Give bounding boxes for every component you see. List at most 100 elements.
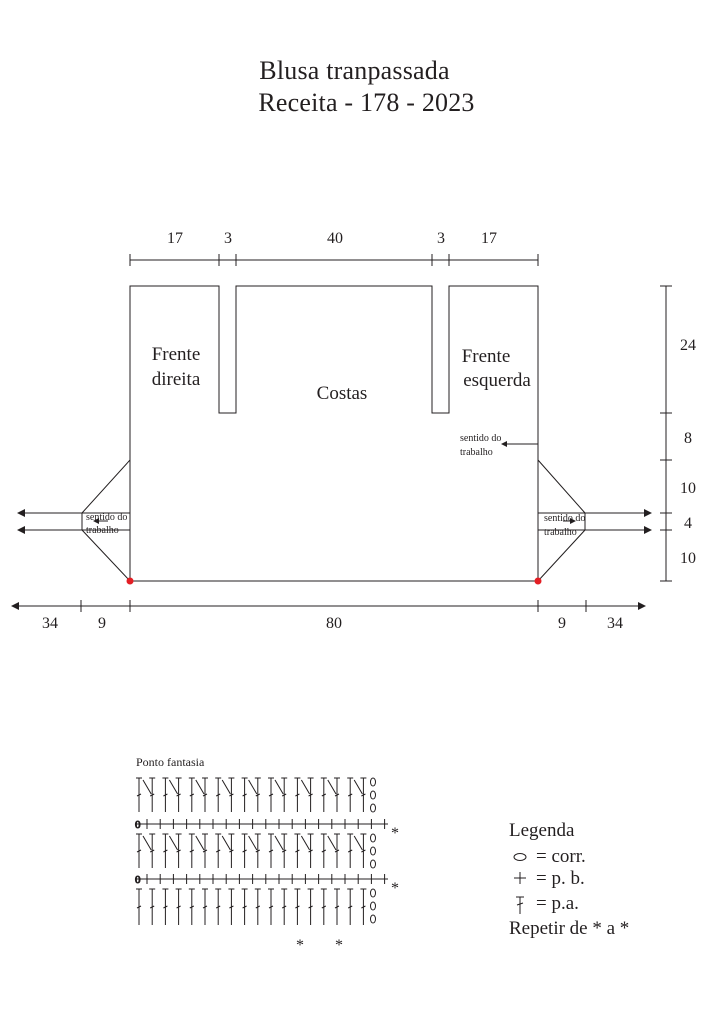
legend-item-corr: = corr. [536, 846, 586, 867]
diagram-title-line-1: Blusa tranpassada [259, 56, 450, 85]
pa-stitch-bar [176, 905, 181, 909]
cross-stitch [142, 835, 152, 851]
pa-stitch-bar [334, 793, 340, 797]
pa-stitch-bar [268, 905, 274, 909]
cross-stitch [221, 779, 231, 795]
diagram-title-line-2: Receita - 178 - 2023 [258, 88, 475, 117]
back-label: Costas [317, 383, 368, 404]
direction-note-top-2: trabalho [460, 447, 493, 458]
direction-note-right-2: trabalho [544, 527, 577, 538]
pa-stitch-bar [361, 793, 366, 797]
pa-stitch-bar [334, 905, 340, 909]
pa-stitch-bar [176, 793, 181, 797]
chain-stitch [370, 859, 376, 869]
top-dim-5: 17 [481, 230, 497, 247]
chain-zero-2: 0 [135, 874, 141, 886]
chain-stitch [370, 790, 376, 800]
pa-stitch-bar [149, 793, 155, 797]
pa-stitch-bar [189, 793, 195, 797]
pa-stitch-bar [334, 849, 340, 853]
pa-stitch-bar [361, 905, 366, 909]
pa-stitch-bar [242, 849, 247, 853]
bottom-dim-3: 80 [326, 615, 342, 632]
pa-stitch-bar [308, 793, 313, 797]
direction-note-left-2: trabalho [86, 525, 119, 536]
oval-icon [513, 853, 527, 861]
cross-stitch [327, 779, 337, 795]
pa-stitch-bar [163, 905, 168, 909]
pa-stitch-bar [295, 793, 300, 797]
pa-stitch-bar [149, 905, 155, 909]
pa-stitch-bar [202, 793, 208, 797]
pa-stitch-bar [268, 793, 274, 797]
pa-stitch-bar [255, 905, 261, 909]
cross-stitch [248, 779, 258, 795]
top-dim-1: 17 [167, 230, 183, 247]
chain-stitch [370, 888, 376, 898]
cross-stitch [274, 779, 284, 795]
front-left-label-2: esquerda [463, 370, 531, 391]
pa-stitch-bar [321, 793, 327, 797]
top-dim-2: 3 [224, 230, 232, 247]
chain-stitch [370, 777, 376, 787]
pa-stitch-bar [202, 905, 208, 909]
pa-stitch-bar [229, 793, 234, 797]
front-right-label-1: Frente [152, 344, 201, 365]
right-side-panel [537, 459, 586, 582]
repeat-mark-4: * [335, 937, 343, 954]
pa-stitch-bar [215, 849, 221, 853]
pa-stitch-bar [321, 849, 327, 853]
right-dim-5: 10 [680, 550, 696, 567]
pa-stitch-bar [163, 849, 168, 853]
cross-stitch [353, 779, 363, 795]
bottom-dim-4: 9 [558, 615, 566, 632]
cross-stitch [248, 835, 258, 851]
cross-stitch [142, 779, 152, 795]
pa-stitch-bar [281, 793, 287, 797]
cross-stitch [195, 779, 205, 795]
cross-stitch [300, 779, 311, 795]
pa-stitch-bar [255, 793, 261, 797]
direction-note-left-1: sentido do [86, 512, 127, 523]
pa-stitch-bar [189, 905, 195, 909]
cross-stitch [353, 835, 363, 851]
pa-stitch-bar [308, 849, 313, 853]
left-side-panel [81, 459, 131, 582]
pa-stitch-bar [229, 849, 234, 853]
pa-stitch-bar [347, 905, 353, 909]
cross-stitch [195, 835, 205, 851]
pa-stitch-bar [229, 905, 234, 909]
right-dim-4: 4 [684, 515, 692, 532]
pa-stitch-bar [242, 905, 247, 909]
cross-stitch [168, 779, 179, 795]
pa-stitch-bar [308, 905, 313, 909]
corner-marker-left [126, 577, 134, 585]
pa-stitch-bar [295, 905, 300, 909]
pa-stitch-bar [149, 849, 155, 853]
pa-stitch-bar [176, 849, 181, 853]
pa-stitch-bar [295, 849, 300, 853]
legend-title: Legenda [509, 820, 575, 841]
pa-stitch-bar [215, 905, 221, 909]
legend-item-pa: = p.a. [536, 893, 579, 914]
chain-stitch [370, 833, 376, 843]
bottom-dim-5: 34 [607, 615, 623, 632]
chain-stitch [370, 803, 376, 813]
pa-stitch-bar [347, 849, 353, 853]
legend-repeat-note: Repetir de * a * [509, 918, 629, 939]
cross-stitch [221, 835, 231, 851]
stitch-chart-title: Ponto fantasia [136, 755, 205, 769]
legend-item-pb: = p. b. [536, 868, 585, 889]
right-dim-3: 10 [680, 480, 696, 497]
tall-stitch-icon [516, 896, 524, 914]
top-dim-3: 40 [327, 230, 343, 247]
bottom-dim-1: 34 [42, 615, 58, 632]
front-left-label-1: Frente [462, 346, 511, 367]
stitch-chart: 00 [135, 777, 388, 925]
bottom-dim-2: 9 [98, 615, 106, 632]
corner-marker-right [534, 577, 542, 585]
pa-stitch-bar [321, 905, 327, 909]
pa-stitch-bar [202, 849, 208, 853]
direction-note-right-1: sentido do [544, 513, 585, 524]
